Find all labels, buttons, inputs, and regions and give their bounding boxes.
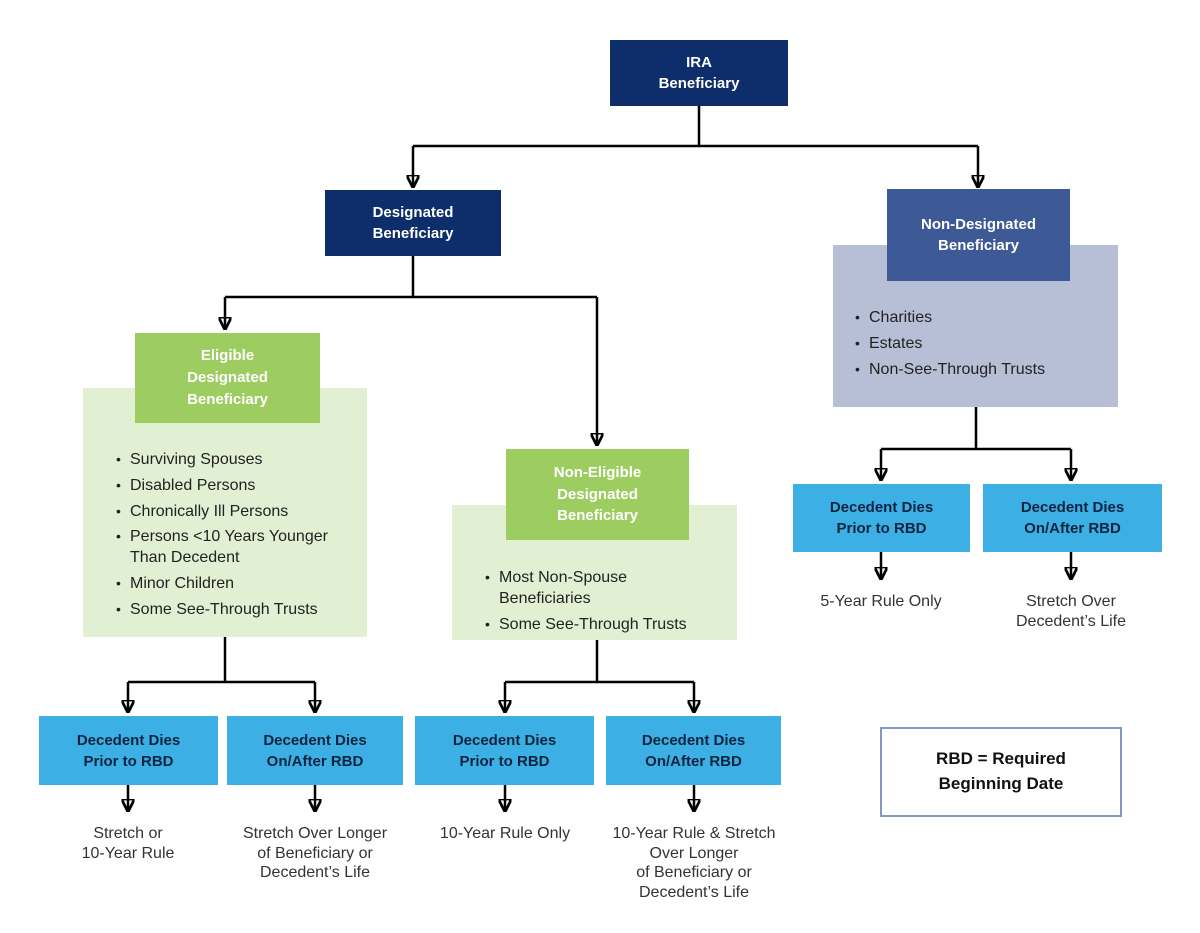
node-eligible-designated-beneficiary: Eligible Designated Beneficiary [135, 333, 320, 423]
bullet-item: Estates [855, 334, 1100, 355]
node-non-designated-beneficiary: Non-Designated Beneficiary [887, 189, 1070, 281]
outcome-stretch-over-longer: Stretch Over Longer of Beneficiary or De… [242, 825, 388, 882]
bullet-item: Most Non-Spouse Beneficiaries [485, 568, 721, 610]
node-non-designated-dies-after-rbd: Decedent Dies On/After RBD [983, 484, 1162, 552]
node-eligible-dies-prior-rbd: Decedent Dies Prior to RBD [39, 716, 218, 785]
outcome-10-year-and-stretch: 10-Year Rule & Stretch Over Longer of Be… [612, 825, 776, 901]
node-ira-beneficiary: IRA Beneficiary [610, 40, 788, 106]
node-non-eligible-dies-prior-rbd: Decedent Dies Prior to RBD [415, 716, 594, 785]
bullet-item: Chronically Ill Persons [116, 502, 351, 523]
bullet-item: Surviving Spouses [116, 450, 351, 471]
bullet-item: Minor Children [116, 574, 351, 595]
bullet-item: Disabled Persons [116, 476, 351, 497]
bullet-item: Charities [855, 308, 1100, 329]
outcome-stretch-or-10-year: Stretch or 10-Year Rule [81, 825, 175, 862]
bullet-item: Some See-Through Trusts [485, 615, 721, 636]
outcome-5-year-only: 5-Year Rule Only [820, 593, 942, 610]
node-non-eligible-designated-beneficiary: Non-Eligible Designated Beneficiary [506, 449, 689, 540]
outcome-10-year-only: 10-Year Rule Only [439, 825, 571, 842]
bullet-item: Persons <10 Years Younger Than Decedent [116, 527, 351, 569]
node-non-designated-dies-prior-rbd: Decedent Dies Prior to RBD [793, 484, 970, 552]
outcome-stretch-decedents-life: Stretch Over Decedent’s Life [1016, 593, 1126, 630]
node-eligible-dies-after-rbd: Decedent Dies On/After RBD [227, 716, 403, 785]
node-non-eligible-dies-after-rbd: Decedent Dies On/After RBD [606, 716, 781, 785]
bullet-item: Some See-Through Trusts [116, 600, 351, 621]
panel-eligible-details: Surviving Spouses Disabled Persons Chron… [83, 388, 367, 637]
node-designated-beneficiary: Designated Beneficiary [325, 190, 501, 256]
bullet-item: Non-See-Through Trusts [855, 360, 1100, 381]
legend-rbd: RBD = Required Beginning Date [880, 727, 1122, 817]
